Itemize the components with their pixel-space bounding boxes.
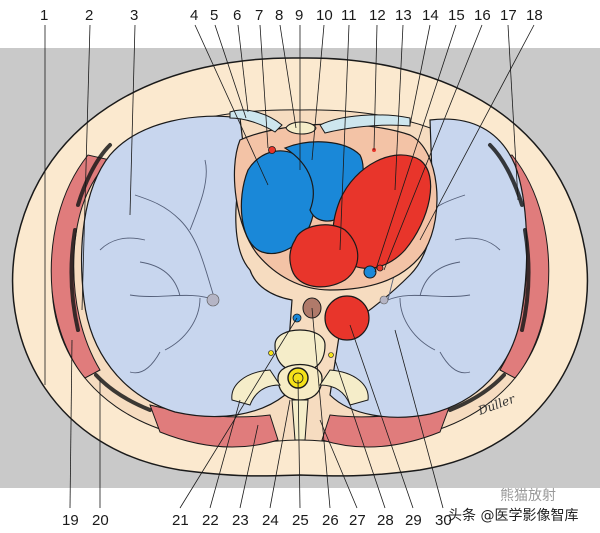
- labels-top: 1 2 3 4 5 6 7 8 9 10 11 12 13 14 15 16 1…: [40, 7, 543, 24]
- spinous-process: [291, 399, 309, 441]
- label-19: 19: [62, 512, 79, 529]
- label-23: 23: [232, 512, 249, 529]
- muscle-left-lateral: [50, 154, 111, 379]
- descending-aorta: [324, 295, 370, 341]
- label-6: 6: [233, 7, 241, 24]
- ribs-right: [448, 143, 531, 412]
- label-12: 12: [369, 7, 386, 24]
- ribs-left: [69, 143, 152, 412]
- sternum: [285, 121, 317, 135]
- label-7: 7: [255, 7, 263, 24]
- label-15: 15: [448, 7, 465, 24]
- watermark-line2: 头条 @医学影像智库: [448, 507, 578, 524]
- label-27: 27: [349, 512, 366, 529]
- label-16: 16: [474, 7, 491, 24]
- intercostal-dot-right: [328, 352, 334, 358]
- pulmonary-vessel-right: [379, 295, 389, 305]
- label-22: 22: [202, 512, 219, 529]
- right-atrium: [240, 150, 316, 254]
- coronary-dot-top: [268, 146, 276, 154]
- left-atrium: [289, 224, 359, 288]
- label-9: 9: [295, 7, 303, 24]
- coronary-sinus: [363, 265, 377, 279]
- label-25: 25: [292, 512, 309, 529]
- leader-lines-top: [44, 24, 535, 385]
- leader-lines-bottom: [69, 307, 444, 509]
- label-14: 14: [422, 7, 439, 24]
- label-28: 28: [377, 512, 394, 529]
- label-17: 17: [500, 7, 517, 24]
- right-lung: [81, 115, 293, 418]
- label-20: 20: [92, 512, 109, 529]
- label-21: 21: [172, 512, 189, 529]
- label-30: 30: [435, 512, 452, 529]
- label-11: 11: [341, 7, 357, 24]
- label-1: 1: [40, 7, 48, 24]
- label-4: 4: [190, 7, 198, 24]
- label-5: 5: [210, 7, 218, 24]
- watermark-line1: 熊猫放射: [500, 488, 556, 504]
- transverse-process-left: [231, 369, 281, 406]
- label-2: 2: [85, 7, 93, 24]
- vertebral-body: [274, 329, 326, 373]
- label-29: 29: [405, 512, 422, 529]
- left-lung: [329, 118, 528, 418]
- intercostal-dot-left: [268, 350, 274, 356]
- label-13: 13: [395, 7, 412, 24]
- labels-bottom: 19 20 21 22 23 24 25 26 27 28 29 30: [62, 512, 452, 529]
- label-3: 3: [130, 7, 138, 24]
- pulmonary-vessel-left: [206, 293, 220, 307]
- costal-cartilage-left: [229, 109, 283, 133]
- label-8: 8: [275, 7, 283, 24]
- label-24: 24: [262, 512, 279, 529]
- label-26: 26: [322, 512, 339, 529]
- coronary-artery-dot: [376, 264, 384, 272]
- label-18: 18: [526, 7, 543, 24]
- label-10: 10: [316, 7, 333, 24]
